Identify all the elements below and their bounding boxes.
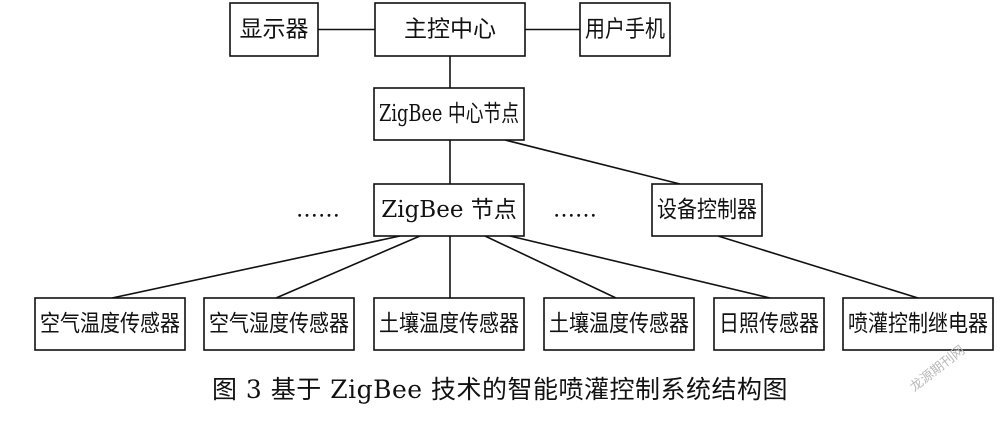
node-label-soil-temp-2: 土壤温度传感器 xyxy=(549,311,689,337)
node-air-temp: 空气温度传感器 xyxy=(34,297,186,351)
node-device-controller: 设备控制器 xyxy=(651,183,763,237)
node-label-display: 显示器 xyxy=(240,17,309,43)
node-box-sunlight xyxy=(713,297,825,351)
node-label-device-controller: 设备控制器 xyxy=(657,197,757,223)
node-zigbee-node: ZigBee 节点 xyxy=(373,183,525,237)
node-box-soil-temp-2 xyxy=(543,297,695,351)
node-sunlight: 日照传感器 xyxy=(713,297,825,351)
node-zigbee-center: ZigBee 中心节点 xyxy=(373,87,525,141)
node-label-control-center: 主控中心 xyxy=(404,17,496,43)
ellipsis-left: …… xyxy=(296,198,340,223)
node-label-air-humidity: 空气湿度传感器 xyxy=(209,311,349,337)
node-soil-temp-2: 土壤温度传感器 xyxy=(543,297,695,351)
node-sprinkler-relay: 喷灌控制继电器 xyxy=(842,297,994,351)
node-label-sunlight: 日照传感器 xyxy=(719,311,819,337)
node-box-sprinkler-relay xyxy=(842,297,994,351)
node-label-zigbee-center: ZigBee 中心节点 xyxy=(379,101,519,127)
connection-lines xyxy=(111,28,919,299)
node-box-air-humidity xyxy=(203,297,355,351)
diagram-nodes: 显示器 主控中心 用户手机 ZigBee 中心节点 ZigBee 节点 设备控制器空气温度… xyxy=(34,2,994,351)
figure-caption: 图 3 基于 ZigBee 技术的智能喷灌控制系统结构图 xyxy=(211,375,789,404)
node-user-phone: 用户手机 xyxy=(579,2,671,57)
node-soil-temp-1: 土壤温度传感器 xyxy=(373,297,525,351)
node-display: 显示器 xyxy=(229,2,319,57)
node-air-humidity: 空气湿度传感器 xyxy=(203,297,355,351)
node-box-zigbee-center xyxy=(373,87,525,141)
edge-zigbee-node-to-sunlight xyxy=(509,235,771,299)
edge-device-controller-to-sprinkler-relay xyxy=(717,235,919,299)
node-box-soil-temp-1 xyxy=(373,297,525,351)
node-label-sprinkler-relay: 喷灌控制继电器 xyxy=(848,311,988,337)
edge-zigbee-node-to-air-humidity xyxy=(275,235,421,299)
edge-zigbee-center-to-device-controller xyxy=(504,139,681,185)
node-box-control-center xyxy=(374,2,526,57)
node-label-air-temp: 空气温度传感器 xyxy=(40,311,180,337)
node-box-display xyxy=(229,2,319,57)
node-label-user-phone: 用户手机 xyxy=(585,17,665,43)
node-box-device-controller xyxy=(651,183,763,237)
node-box-user-phone xyxy=(579,2,671,57)
node-label-zigbee-node: ZigBee 节点 xyxy=(381,197,517,223)
node-box-zigbee-node xyxy=(373,183,525,237)
ellipsis-right: …… xyxy=(553,198,597,223)
edge-zigbee-node-to-air-temp xyxy=(111,235,401,299)
node-box-air-temp xyxy=(34,297,186,351)
edge-zigbee-node-to-soil-temp-2 xyxy=(484,235,617,299)
node-control-center: 主控中心 xyxy=(374,2,526,57)
node-label-soil-temp-1: 土壤温度传感器 xyxy=(379,311,519,337)
